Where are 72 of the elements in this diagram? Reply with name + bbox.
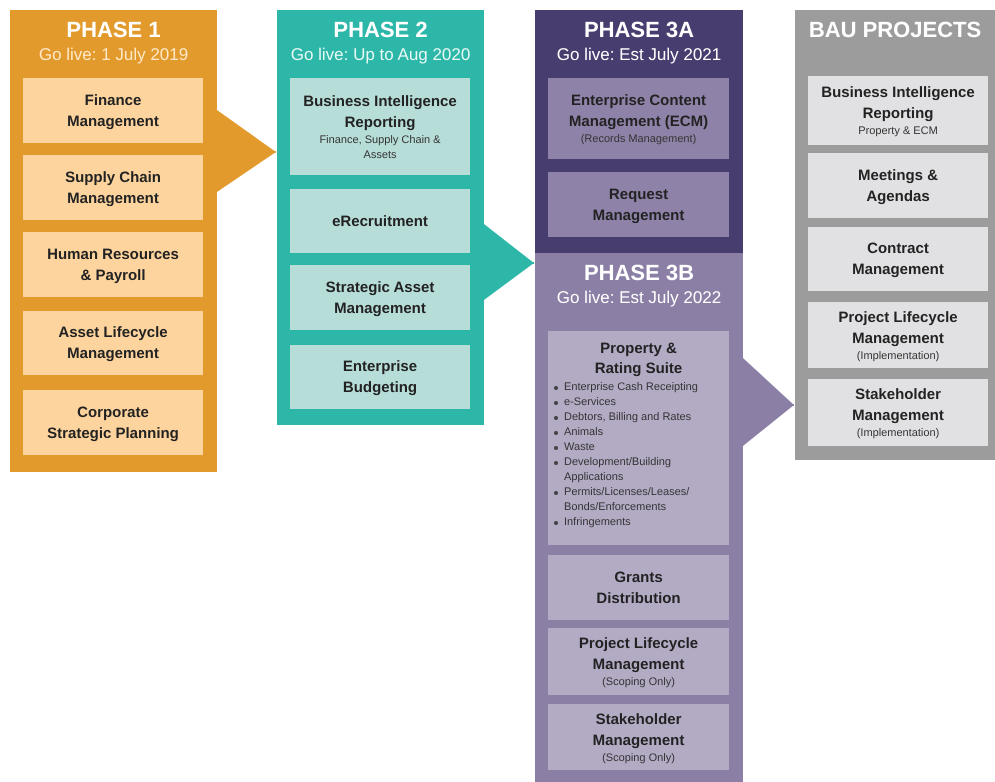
module-title: Business Intelligence Reporting [302, 92, 458, 132]
module-title: Meetings & Agendas [856, 166, 939, 206]
module-note: Property & ECM [857, 124, 939, 139]
module-box [808, 379, 988, 446]
module-title: Asset Lifecycle Management [57, 323, 169, 364]
module-box [808, 227, 988, 291]
module-title: Enterprise Content Management (ECM) [568, 91, 710, 132]
module-box [290, 78, 470, 175]
module-box [548, 78, 729, 159]
module-title: Human Resources & Payroll [46, 244, 180, 286]
module-title: Supply Chain Management [64, 168, 162, 208]
module-note: (Records Management) [580, 132, 698, 147]
module-title: Project Lifecycle Management [837, 308, 959, 348]
module-box [808, 76, 988, 145]
module-title: eRecruitment [331, 212, 429, 232]
phase-title: BAU PROJECTS [808, 16, 982, 44]
chevron-arrow [743, 358, 794, 446]
module-note: Finance, Supply Chain & Assets [318, 132, 442, 162]
module-box [548, 628, 729, 695]
module-title: Request Management [592, 184, 686, 226]
module-title: Business Intelligence Reporting [820, 83, 976, 124]
module-note: (Scoping Only) [601, 750, 676, 766]
go-live-date: Go live: 1 July 2019 [38, 44, 188, 66]
module-box [23, 155, 203, 220]
phase-panel [535, 10, 743, 253]
module-box [23, 390, 203, 455]
phase-panel [277, 10, 484, 425]
module-title: Stakeholder Management [592, 710, 686, 750]
module-box [290, 189, 470, 253]
list-item: Animals [564, 425, 604, 440]
module-box [808, 153, 988, 218]
list-item: e-Services [564, 395, 616, 410]
list-item: Waste [564, 440, 595, 455]
list-item: Permits/Licenses/Leases/ Bonds/Enforcements [564, 485, 690, 515]
module-title: Property & Rating Suite [594, 339, 684, 379]
go-live-date: Go live: Est July 2022 [556, 287, 722, 308]
list-item: Debtors, Billing and Rates [564, 410, 692, 425]
phase-panel [10, 10, 217, 472]
module-title: Project Lifecycle Management [578, 634, 700, 675]
module-note: (Implementation) [856, 426, 940, 441]
list-item: Enterprise Cash Receipting [564, 380, 698, 395]
module-title: Grants Distribution [595, 568, 682, 608]
module-box [23, 232, 203, 297]
module-box [290, 265, 470, 330]
module-box [548, 172, 729, 237]
go-live-date: Go live: Up to Aug 2020 [290, 44, 470, 66]
phase-title: PHASE 3A [582, 16, 696, 44]
list-item: Development/Building Applications [564, 455, 672, 485]
phase-panel [795, 10, 995, 460]
phase-title: PHASE 1 [65, 16, 162, 44]
module-note: (Scoping Only) [601, 675, 676, 690]
module-box [548, 555, 729, 620]
module-title: Contract Management [851, 239, 945, 280]
phase-panel [535, 253, 743, 782]
chevron-arrow [217, 110, 276, 192]
module-box [23, 311, 203, 375]
module-title: Strategic Asset Management [324, 278, 436, 318]
module-title: Enterprise Budgeting [342, 357, 418, 398]
chevron-arrow [484, 224, 534, 300]
go-live-date: Go live: Est July 2021 [556, 44, 722, 66]
module-box [548, 331, 729, 545]
phase-title: PHASE 2 [332, 16, 429, 44]
module-box [23, 78, 203, 143]
module-box [290, 345, 470, 409]
module-box [548, 704, 729, 770]
phase-title: PHASE 3B [582, 259, 696, 286]
module-title: Stakeholder Management [851, 385, 945, 426]
module-note: (Implementation) [856, 348, 940, 364]
list-item: Infringements [564, 515, 631, 530]
module-title: Corporate Strategic Planning [46, 402, 180, 444]
module-box [808, 302, 988, 368]
module-title: Finance Management [66, 90, 160, 132]
